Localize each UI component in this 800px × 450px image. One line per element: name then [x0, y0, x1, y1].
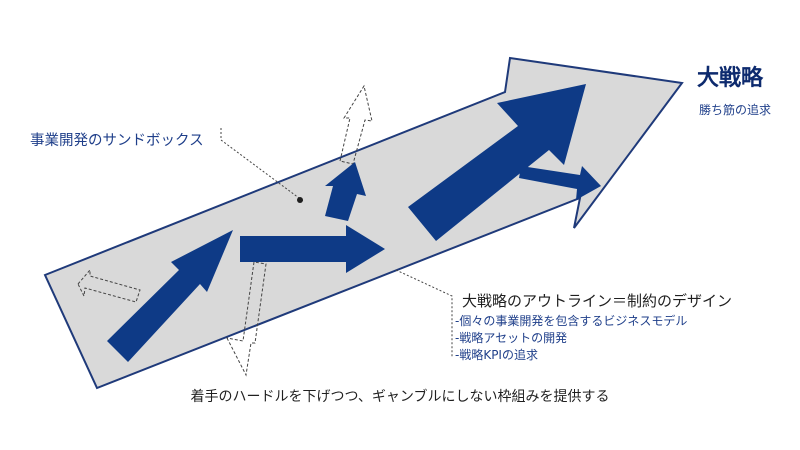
design-item: -戦略アセットの開発: [455, 331, 568, 345]
solid-arrow-horizontal-middle: [240, 225, 385, 273]
dotted-arrow-left: [77, 268, 141, 303]
design-item: -個々の事業開発を包含するビジネスモデル: [455, 314, 688, 328]
dotted-arrow-lower: [226, 261, 267, 377]
design-outline-title: 大戦略のアウトライン＝制約のデザイン: [462, 292, 733, 310]
solid-arrow-small-right: [519, 166, 601, 200]
grand-strategy-title: 大戦略: [697, 66, 764, 91]
design-leader-line: [395, 269, 453, 358]
winning-path-subtitle: 勝ち筋の追求: [699, 103, 772, 117]
sandbox-label: 事業開発のサンドボックス: [30, 133, 204, 149]
dotted-arrow-upper: [339, 84, 373, 165]
bottom-caption: 着手のハードルを下げつつ、ギャンブルにしない枠組みを提供する: [190, 389, 610, 405]
sandbox-leader-line: [220, 128, 304, 202]
design-item: -戦略KPIの追求: [455, 348, 538, 362]
sandbox-leader-dot: [297, 197, 303, 203]
solid-arrow-small-up: [325, 162, 366, 221]
solid-arrow-diagonal-left: [107, 230, 233, 362]
solid-arrow-large-diagonal: [408, 84, 586, 241]
